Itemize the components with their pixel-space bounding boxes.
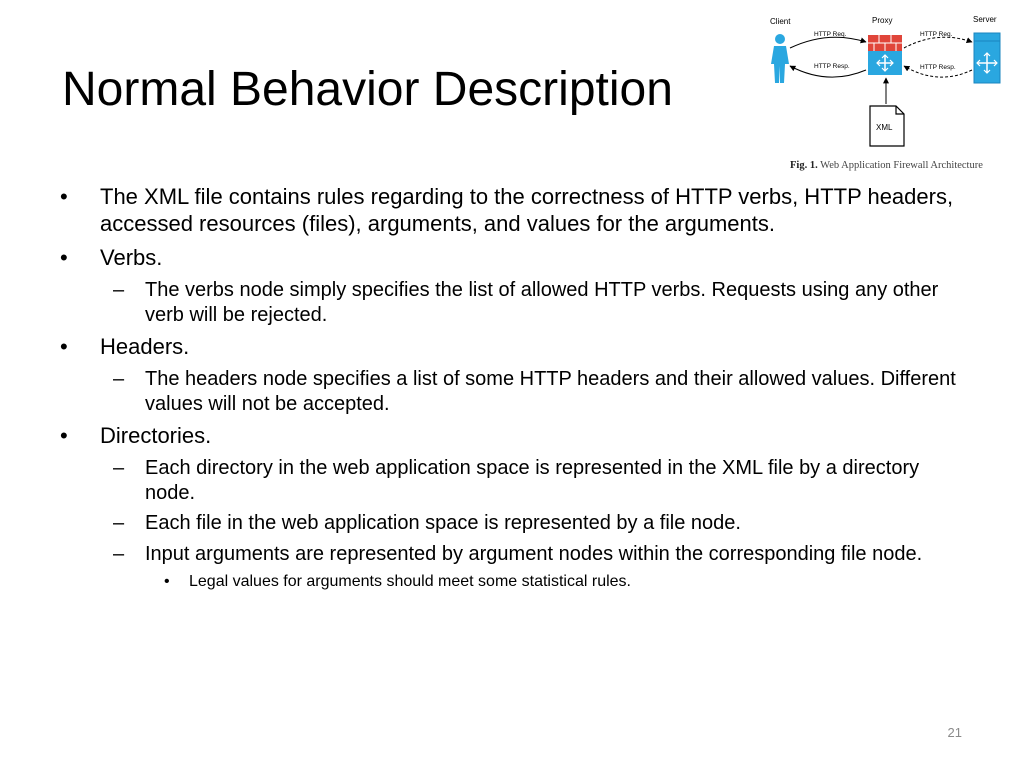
http-response-arrow-right: [903, 65, 973, 78]
slide-title: Normal Behavior Description: [62, 63, 673, 116]
bullet-marker: –: [113, 512, 125, 534]
server-label: Server: [973, 15, 997, 24]
xml-label: XML: [876, 123, 893, 132]
bullet-text: Input arguments are represented by argum…: [145, 542, 923, 565]
bullet-marker: –: [113, 457, 125, 479]
bullet-item-level-2: –The verbs node simply specifies the lis…: [60, 278, 970, 327]
bullet-text: Each directory in the web application sp…: [145, 457, 920, 504]
xml-file-icon: [869, 105, 905, 147]
bullet-marker: –: [113, 368, 125, 390]
client-person-icon: [771, 34, 789, 83]
bullet-text: The headers node specifies a list of som…: [145, 368, 956, 415]
bullet-text: Each file in the web application space i…: [145, 512, 741, 534]
bullet-text: Directories.: [100, 423, 212, 448]
bullet-item-level-1: • Directories.: [60, 422, 970, 449]
http-request-arrow-right: [903, 36, 973, 49]
figure-caption-text: Web Application Firewall Architecture: [817, 160, 983, 171]
bullet-item-level-2: –Each file in the web application space …: [60, 511, 970, 536]
bullet-item-level-1: • Verbs.: [60, 244, 970, 271]
bullet-item-level-2: –The headers node specifies a list of so…: [60, 367, 970, 416]
bullet-text: Legal values for arguments should meet s…: [189, 573, 631, 590]
bullet-list: • The XML file contains rules regarding t…: [60, 183, 970, 598]
bullet-marker: –: [113, 279, 125, 301]
bullet-marker: •: [60, 245, 68, 270]
figure-caption-prefix: Fig. 1.: [790, 160, 818, 171]
bullet-marker: •: [60, 334, 68, 359]
bullet-item-level-3: • Legal values for arguments should meet …: [60, 572, 970, 592]
bullet-marker: •: [164, 573, 170, 590]
http-request-arrow-left: [789, 36, 867, 49]
architecture-figure: Client Proxy Server HTTP Req. HTTP Res: [762, 8, 1002, 178]
bullet-marker: •: [60, 423, 68, 448]
http-resp-label-right: HTTP Resp.: [920, 64, 956, 71]
bullet-text: The verbs node simply specifies the list…: [145, 279, 939, 326]
proxy-firewall-icon: [868, 35, 902, 75]
server-icon: [973, 32, 1001, 84]
bullet-item-level-2: –Input arguments are represented by argu…: [60, 542, 970, 567]
http-req-label-left: HTTP Req.: [814, 31, 847, 38]
bullet-item-level-1: • The XML file contains rules regarding t…: [60, 183, 970, 237]
bullet-item-level-1: • Headers.: [60, 333, 970, 360]
client-label: Client: [770, 17, 791, 26]
proxy-label: Proxy: [872, 16, 892, 25]
bullet-text: The XML file contains rules regarding to…: [100, 184, 954, 236]
http-req-label-right: HTTP Req.: [920, 31, 953, 38]
bullet-item-level-2: –Each directory in the web application s…: [60, 456, 970, 505]
bullet-text: Headers.: [100, 334, 190, 359]
page-number: 21: [947, 725, 962, 740]
bullet-marker: •: [60, 184, 68, 209]
http-response-arrow-left: [789, 65, 867, 78]
http-resp-label-left: HTTP Resp.: [814, 63, 850, 70]
figure-caption: Fig. 1. Web Application Firewall Archite…: [790, 160, 983, 171]
bullet-text: Verbs.: [100, 245, 163, 270]
bullet-marker: –: [113, 542, 125, 565]
